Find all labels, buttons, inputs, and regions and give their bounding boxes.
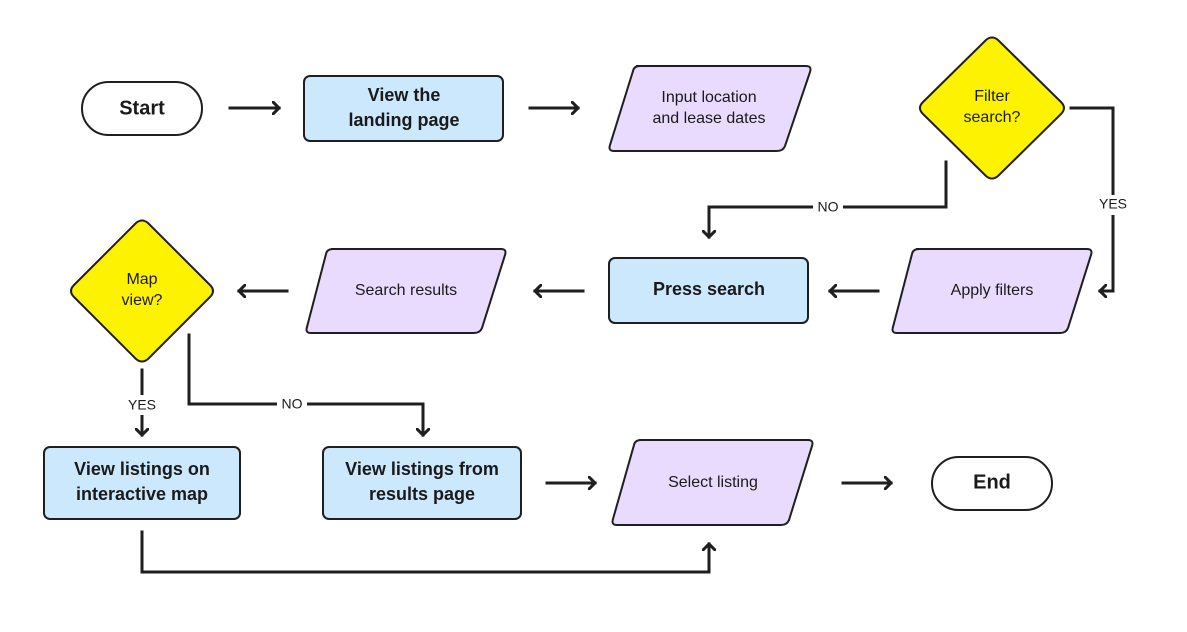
edge-label-text: YES (128, 397, 156, 413)
edge-label-filter-no: NO (813, 198, 843, 216)
end-terminal: End (931, 456, 1053, 511)
view-listings-results-process: View listings from results page (322, 446, 522, 520)
edge-label-text: NO (282, 396, 303, 412)
edge-label-text: NO (818, 199, 839, 215)
map-listings-label-line2: interactive map (76, 484, 208, 504)
start-terminal: Start (81, 81, 203, 136)
edge-label-text: YES (1099, 196, 1127, 212)
filter-search-decision: Filter search? (919, 36, 1065, 180)
arrow-map-listings-to-select (140, 530, 709, 574)
results-listings-label-line1: View listings from (345, 459, 499, 479)
input-location-io: Input location and lease dates (608, 65, 812, 152)
apply-filters-io: Apply filters (891, 248, 1093, 334)
input-label-line1: Input location (661, 89, 756, 106)
search-results-io: Search results (305, 248, 507, 334)
filter-label-line1: Filter (974, 88, 1010, 105)
start-label: Start (119, 97, 165, 119)
filter-label-line2: search? (964, 109, 1021, 126)
input-label-line2: and lease dates (653, 110, 766, 127)
select-listing-label: Select listing (668, 474, 758, 491)
view-landing-page-process: View the landing page (303, 75, 504, 142)
edge-label-filter-yes: YES (1094, 195, 1132, 215)
edge-label-map-no: NO (277, 395, 307, 413)
landing-label-line2: landing page (348, 110, 459, 130)
arrow-map-no-to-results-listings (187, 333, 423, 435)
search-results-label: Search results (355, 282, 457, 299)
select-listing-io: Select listing (611, 439, 814, 526)
results-listings-label-line2: results page (369, 484, 475, 504)
map-view-decision: Map view? (70, 219, 214, 363)
press-search-process: Press search (608, 257, 809, 324)
edge-label-map-yes: YES (123, 395, 161, 415)
apply-filters-label: Apply filters (951, 282, 1034, 299)
end-label: End (973, 471, 1011, 493)
view-listings-map-process: View listings on interactive map (43, 446, 241, 520)
map-label-line1: Map (126, 271, 157, 288)
map-listings-label-line1: View listings on (74, 459, 210, 479)
press-search-label: Press search (653, 279, 765, 299)
map-label-line2: view? (122, 292, 163, 309)
landing-label-line1: View the (368, 85, 441, 105)
